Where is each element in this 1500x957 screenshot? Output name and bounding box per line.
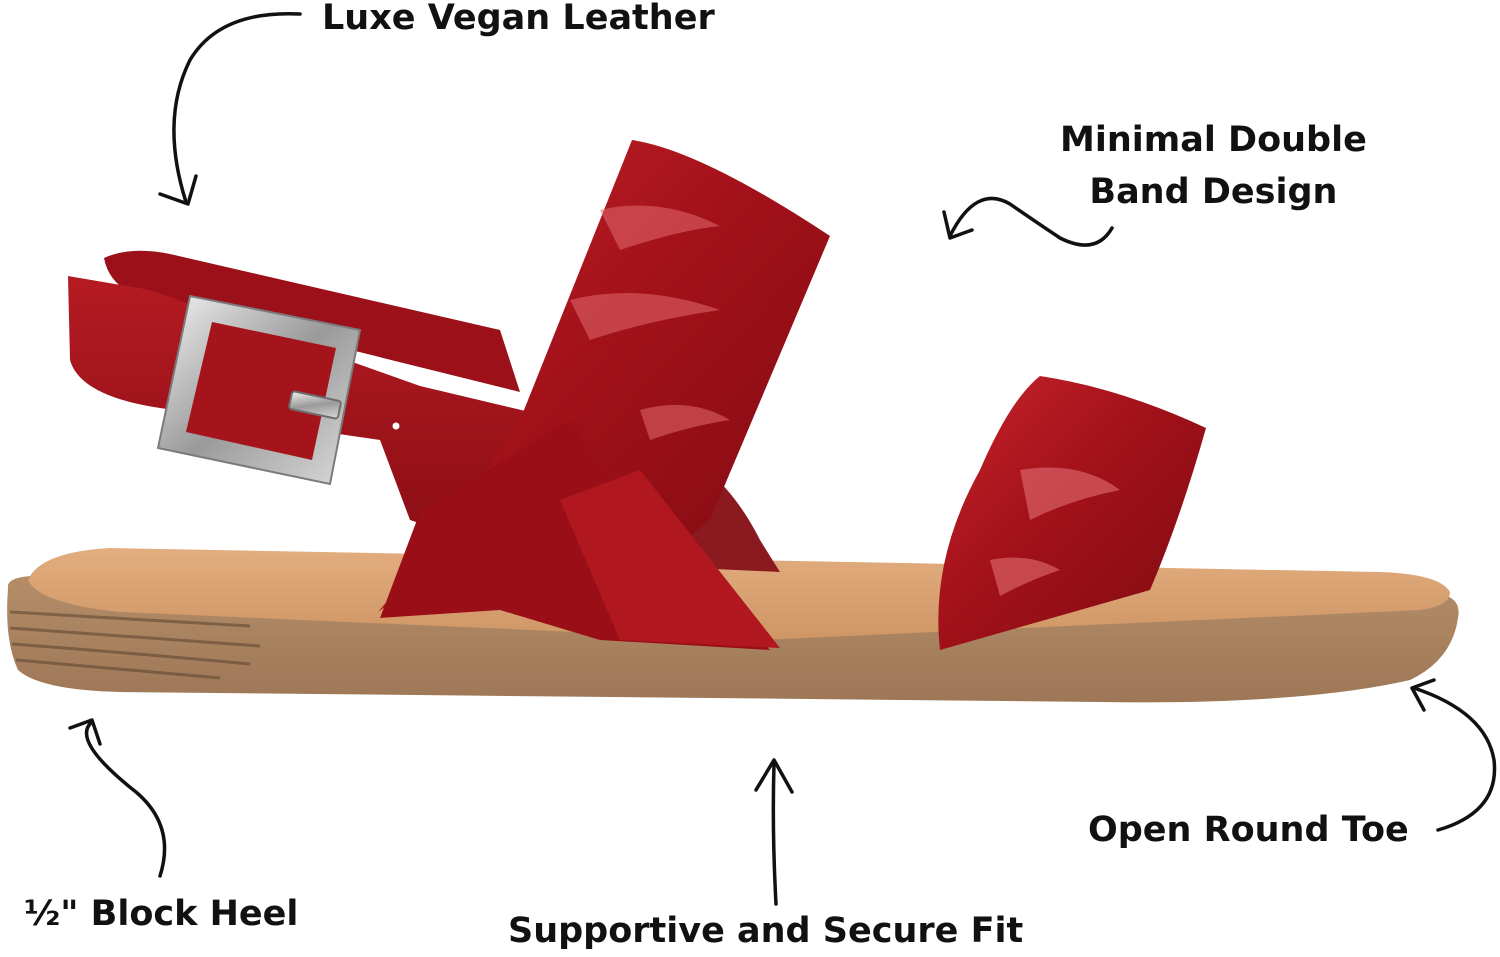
- callout-block-heel: ½" Block Heel: [24, 894, 299, 934]
- callout-double-band-design: Minimal Double Band Design: [1060, 114, 1367, 218]
- callout-line: Band Design: [1089, 172, 1338, 212]
- callout-line: Minimal Double: [1060, 120, 1367, 160]
- curved-arrow-icon: [68, 718, 167, 878]
- curved-arrow-icon: [942, 196, 1114, 247]
- cross-strap-front: [560, 470, 780, 648]
- buckle-icon: [156, 294, 362, 486]
- gloss-highlights: [570, 205, 730, 440]
- callout-open-round-toe: Open Round Toe: [1088, 810, 1409, 850]
- curved-arrow-icon: [1410, 678, 1497, 832]
- callout-luxe-vegan-leather: Luxe Vegan Leather: [322, 0, 715, 38]
- sandal: [7, 140, 1459, 703]
- callout-secure-fit: Supportive and Secure Fit: [508, 911, 1024, 951]
- gloss-highlights: [990, 467, 1120, 596]
- curved-arrow-icon: [754, 758, 794, 906]
- heel-texture: [9, 610, 261, 680]
- curved-arrow-icon: [158, 11, 302, 206]
- strap-hole: [392, 422, 400, 430]
